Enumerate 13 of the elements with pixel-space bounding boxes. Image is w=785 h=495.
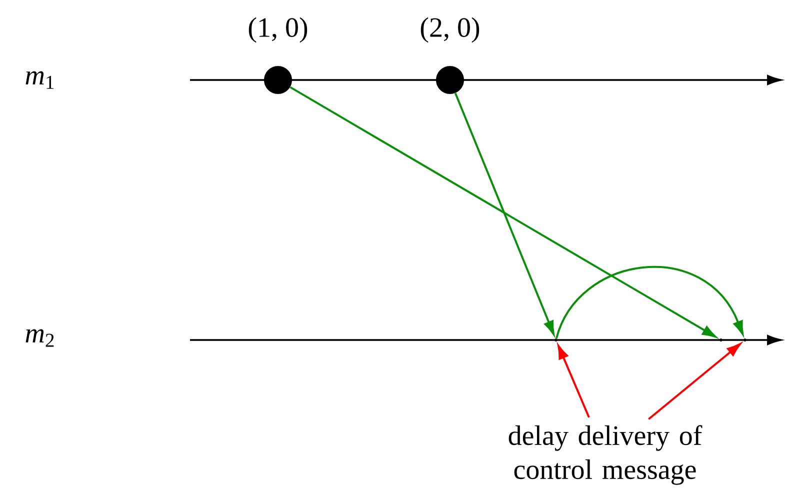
arrival-point <box>720 338 722 342</box>
arrow <box>556 266 744 339</box>
arrow <box>290 86 716 338</box>
event-label: (1, 0) <box>248 17 308 43</box>
event-label: (2, 0) <box>420 17 480 43</box>
arrow <box>648 343 741 420</box>
arrival-point <box>744 338 746 342</box>
process-label: m$_{1}$ <box>26 71 54 89</box>
event-dot <box>436 66 464 94</box>
arrival-point <box>554 338 558 342</box>
process-label: m$_{2}$ <box>26 329 54 347</box>
event-dot <box>264 66 292 94</box>
annotation-text: delay delivery of control message <box>508 425 702 485</box>
